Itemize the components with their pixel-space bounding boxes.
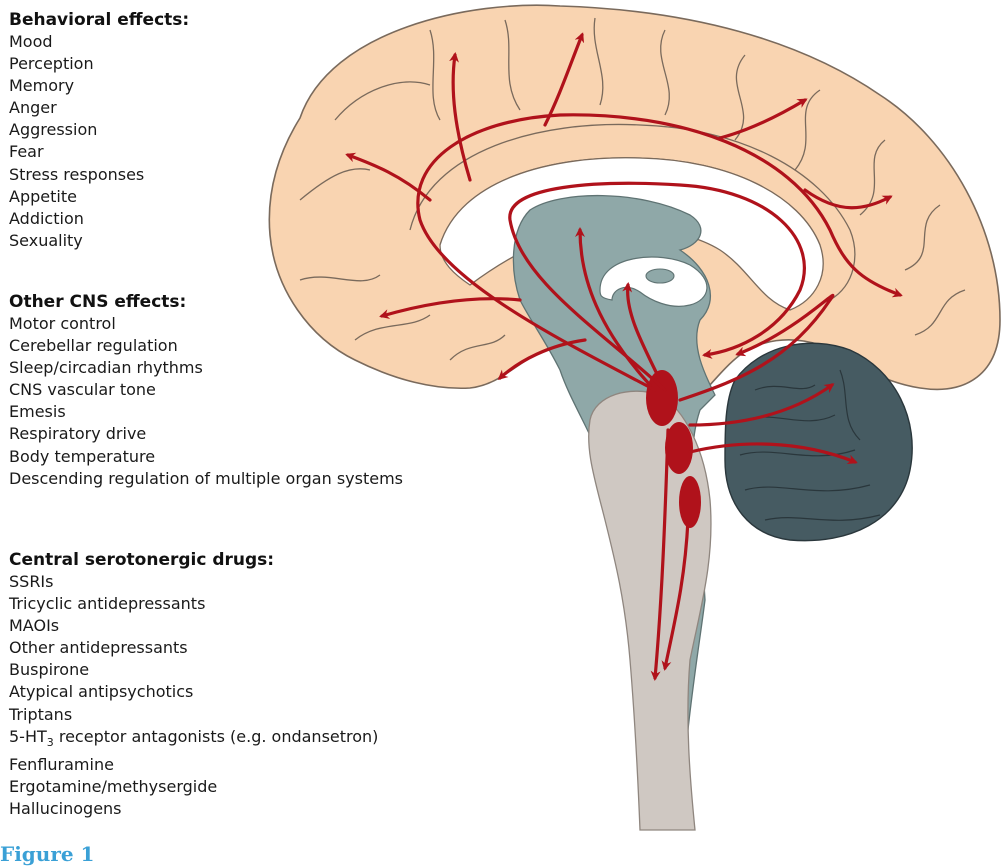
figure-label: Figure 1 [0,842,95,866]
cns-effects-panel: Other CNS effects: Motor control Cerebel… [9,291,429,490]
projection-hypothalamic [575,227,652,387]
list-item: Sexuality [9,230,83,250]
list-item: Respiratory drive [9,424,147,444]
brain-illustration [268,4,1001,831]
projection-prefrontal [379,297,522,319]
raphe-nuclei [646,370,701,528]
projection-cerebellar-lower [688,442,858,465]
list-item: Tricyclic antidepressants [9,594,206,614]
projection-upper-frontal [449,52,472,182]
list-item: Fenfluramine [9,754,114,774]
behavioral-effects-heading: Behavioral effects: [9,10,190,30]
projection-thalamic [678,293,835,402]
projection-spinal-left [650,428,670,681]
list-item: Motor control [9,314,116,333]
list-item: Buspirone [9,660,90,680]
list-item: Appetite [9,186,77,206]
list-item: Other antidepressants [9,638,188,658]
cns-effects-list: Motor control Cerebellar regulation Slee… [9,313,429,490]
ht3-subscript: 3 [46,735,54,749]
list-item: Aggression [9,120,98,140]
behavioral-effects-list: Mood Perception Memory Anger Aggression … [9,31,429,252]
serotonergic-projections [345,32,903,681]
list-item: SSRIs [9,572,54,591]
list-item: Triptans [9,704,73,724]
list-item: Emesis [9,402,66,422]
corpus-callosum [439,157,824,311]
list-item: Anger [9,98,57,118]
list-item: Ergotamine/methysergide [9,777,218,797]
behavioral-effects-panel: Behavioral effects: Mood Perception Memo… [9,9,429,252]
projection-fornix [622,282,662,382]
projection-orbital [345,152,432,202]
list-item: Mood [9,32,53,51]
list-item: Sleep/circadian rhythms [9,358,203,378]
list-item: Stress responses [9,164,145,184]
list-item: Body temperature [9,446,156,466]
projection-vertex [543,32,585,127]
projection-parietal [718,98,808,140]
list-item: Fear [9,142,44,162]
thalamic-nucleus [645,268,675,284]
serotonergic-drugs-heading: Central serotonergic drugs: [9,550,275,570]
serotonergic-drugs-list: SSRIs Tricyclic antidepressants MAOIs Ot… [9,571,429,820]
list-item: Addiction [9,208,84,228]
list-item: Hallucinogens [9,799,122,819]
ht3-prefix: 5-HT [9,726,47,746]
projection-frontal-arc [416,113,903,392]
list-item: Perception [9,54,94,74]
brainstem [588,390,712,831]
list-item: Atypical antipsychotics [9,682,194,702]
projection-occipital [803,188,893,210]
ht3-suffix: receptor antagonists (e.g. ondansetron) [53,726,379,746]
list-item-5ht3: 5-HT3 receptor antagonists (e.g. ondanse… [9,726,429,754]
projection-limbic-loop [508,181,806,392]
list-item: CNS vascular tone [9,380,156,400]
serotonergic-drugs-panel: Central serotonergic drugs: SSRIs Tricyc… [9,549,429,820]
projection-spinal-right [661,518,690,671]
cerebellum [724,342,913,542]
list-item: MAOIs [9,616,60,636]
list-item: Cerebellar regulation [9,336,178,356]
projection-temporal [497,338,587,381]
list-item: Descending regulation of multiple organ … [9,468,403,488]
list-item: Memory [9,76,75,96]
projection-cerebellar-upper [688,383,835,427]
cns-effects-heading: Other CNS effects: [9,292,187,312]
